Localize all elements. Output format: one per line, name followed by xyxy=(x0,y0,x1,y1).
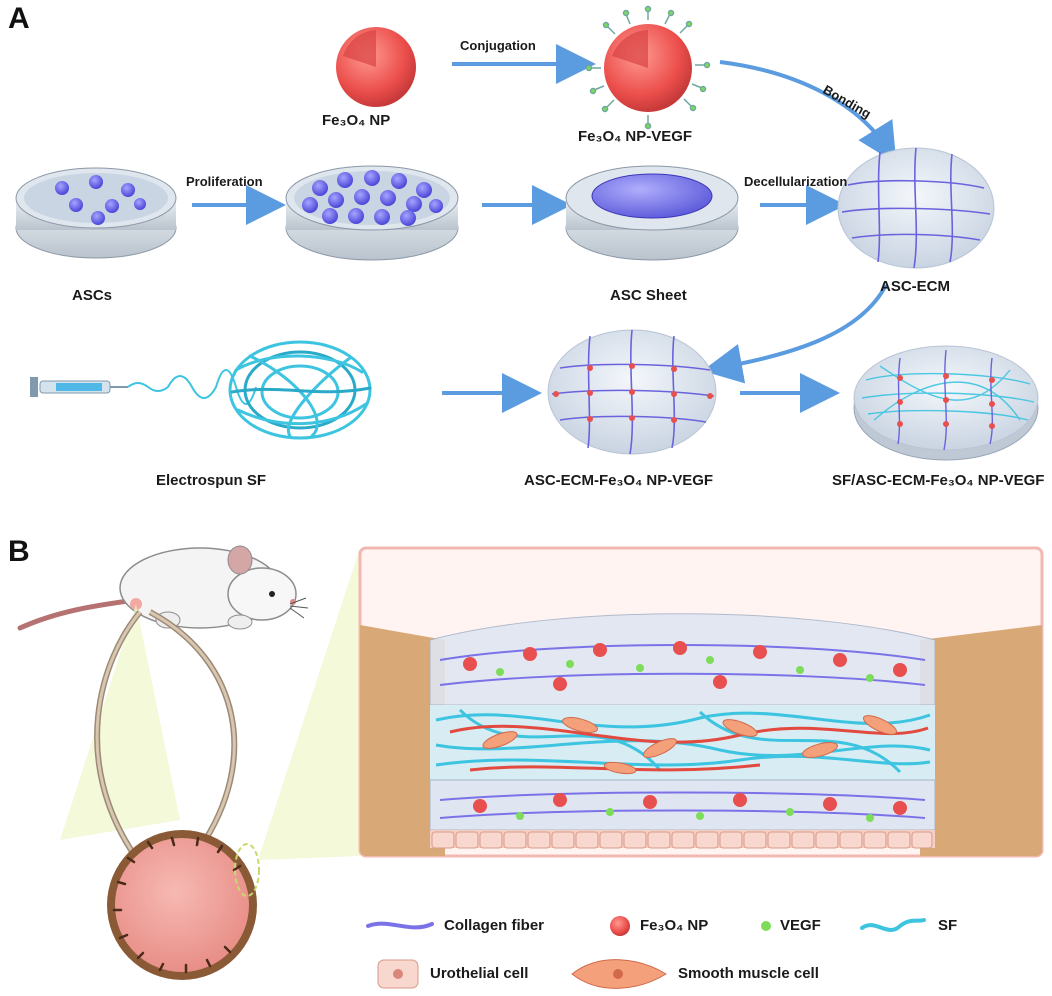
legend-vegf-label: VEGF xyxy=(780,917,821,934)
label-proliferation: Proliferation xyxy=(186,174,263,189)
panel-label-b: B xyxy=(8,535,30,568)
electrospun-sf-mat xyxy=(228,340,372,440)
composite-scaffold-disc xyxy=(853,345,1039,461)
bonding-arrow xyxy=(719,60,897,164)
label-decellularization: Decellularization xyxy=(744,174,848,189)
dish-ascs xyxy=(15,167,177,259)
asc-ecm-disc xyxy=(837,147,995,269)
label-asc-ecm: ASC-ECM xyxy=(880,278,950,295)
ecm-combine-arrow xyxy=(702,284,888,384)
electrospinning-syringe xyxy=(30,369,257,405)
asc-ecm-np-vegf-disc xyxy=(547,329,717,455)
legend-sf-icon xyxy=(860,918,926,932)
label-composite: SF/ASC-ECM-Fe₃O₄ NP-VEGF xyxy=(832,472,1045,489)
legend-urothelial-label: Urothelial cell xyxy=(430,965,529,982)
tissue-zoom-inset xyxy=(358,546,1044,858)
legend-vegf-icon xyxy=(761,921,771,931)
label-electrospun-sf: Electrospun SF xyxy=(156,472,267,489)
label-fe3o4-np-vegf: Fe₃O₄ NP-VEGF xyxy=(578,128,693,145)
legend-smooth-muscle-label: Smooth muscle cell xyxy=(678,965,819,982)
label-asc-sheet: ASC Sheet xyxy=(610,287,687,304)
legend-collagen-icon xyxy=(366,921,434,930)
rat-illustration xyxy=(17,545,309,631)
dish-asc-sheet xyxy=(565,165,739,261)
label-fe3o4-np: Fe₃O₄ NP xyxy=(322,112,391,129)
legend-smooth-muscle-icon xyxy=(571,959,667,989)
fe3o4-np-sphere xyxy=(336,27,416,107)
label-ascs: ASCs xyxy=(72,287,113,304)
legend-sf-label: SF xyxy=(938,917,958,934)
fe3o4-np-vegf-sphere xyxy=(585,5,711,130)
magnify-beam-rat xyxy=(60,604,180,840)
legend-collagen-label: Collagen fiber xyxy=(444,917,545,934)
legend-np-label: Fe₃O₄ NP xyxy=(640,917,709,934)
legend-np-icon xyxy=(610,916,630,936)
dish-proliferated xyxy=(285,165,459,261)
label-conjugation: Conjugation xyxy=(460,38,536,53)
bladder-illustration xyxy=(94,609,260,980)
legend-urothelial-icon xyxy=(377,959,419,989)
label-asc-ecm-np-vegf: ASC-ECM-Fe₃O₄ NP-VEGF xyxy=(524,472,714,489)
panel-label-a: A xyxy=(8,2,30,35)
magnify-beam-bladder xyxy=(258,548,360,860)
